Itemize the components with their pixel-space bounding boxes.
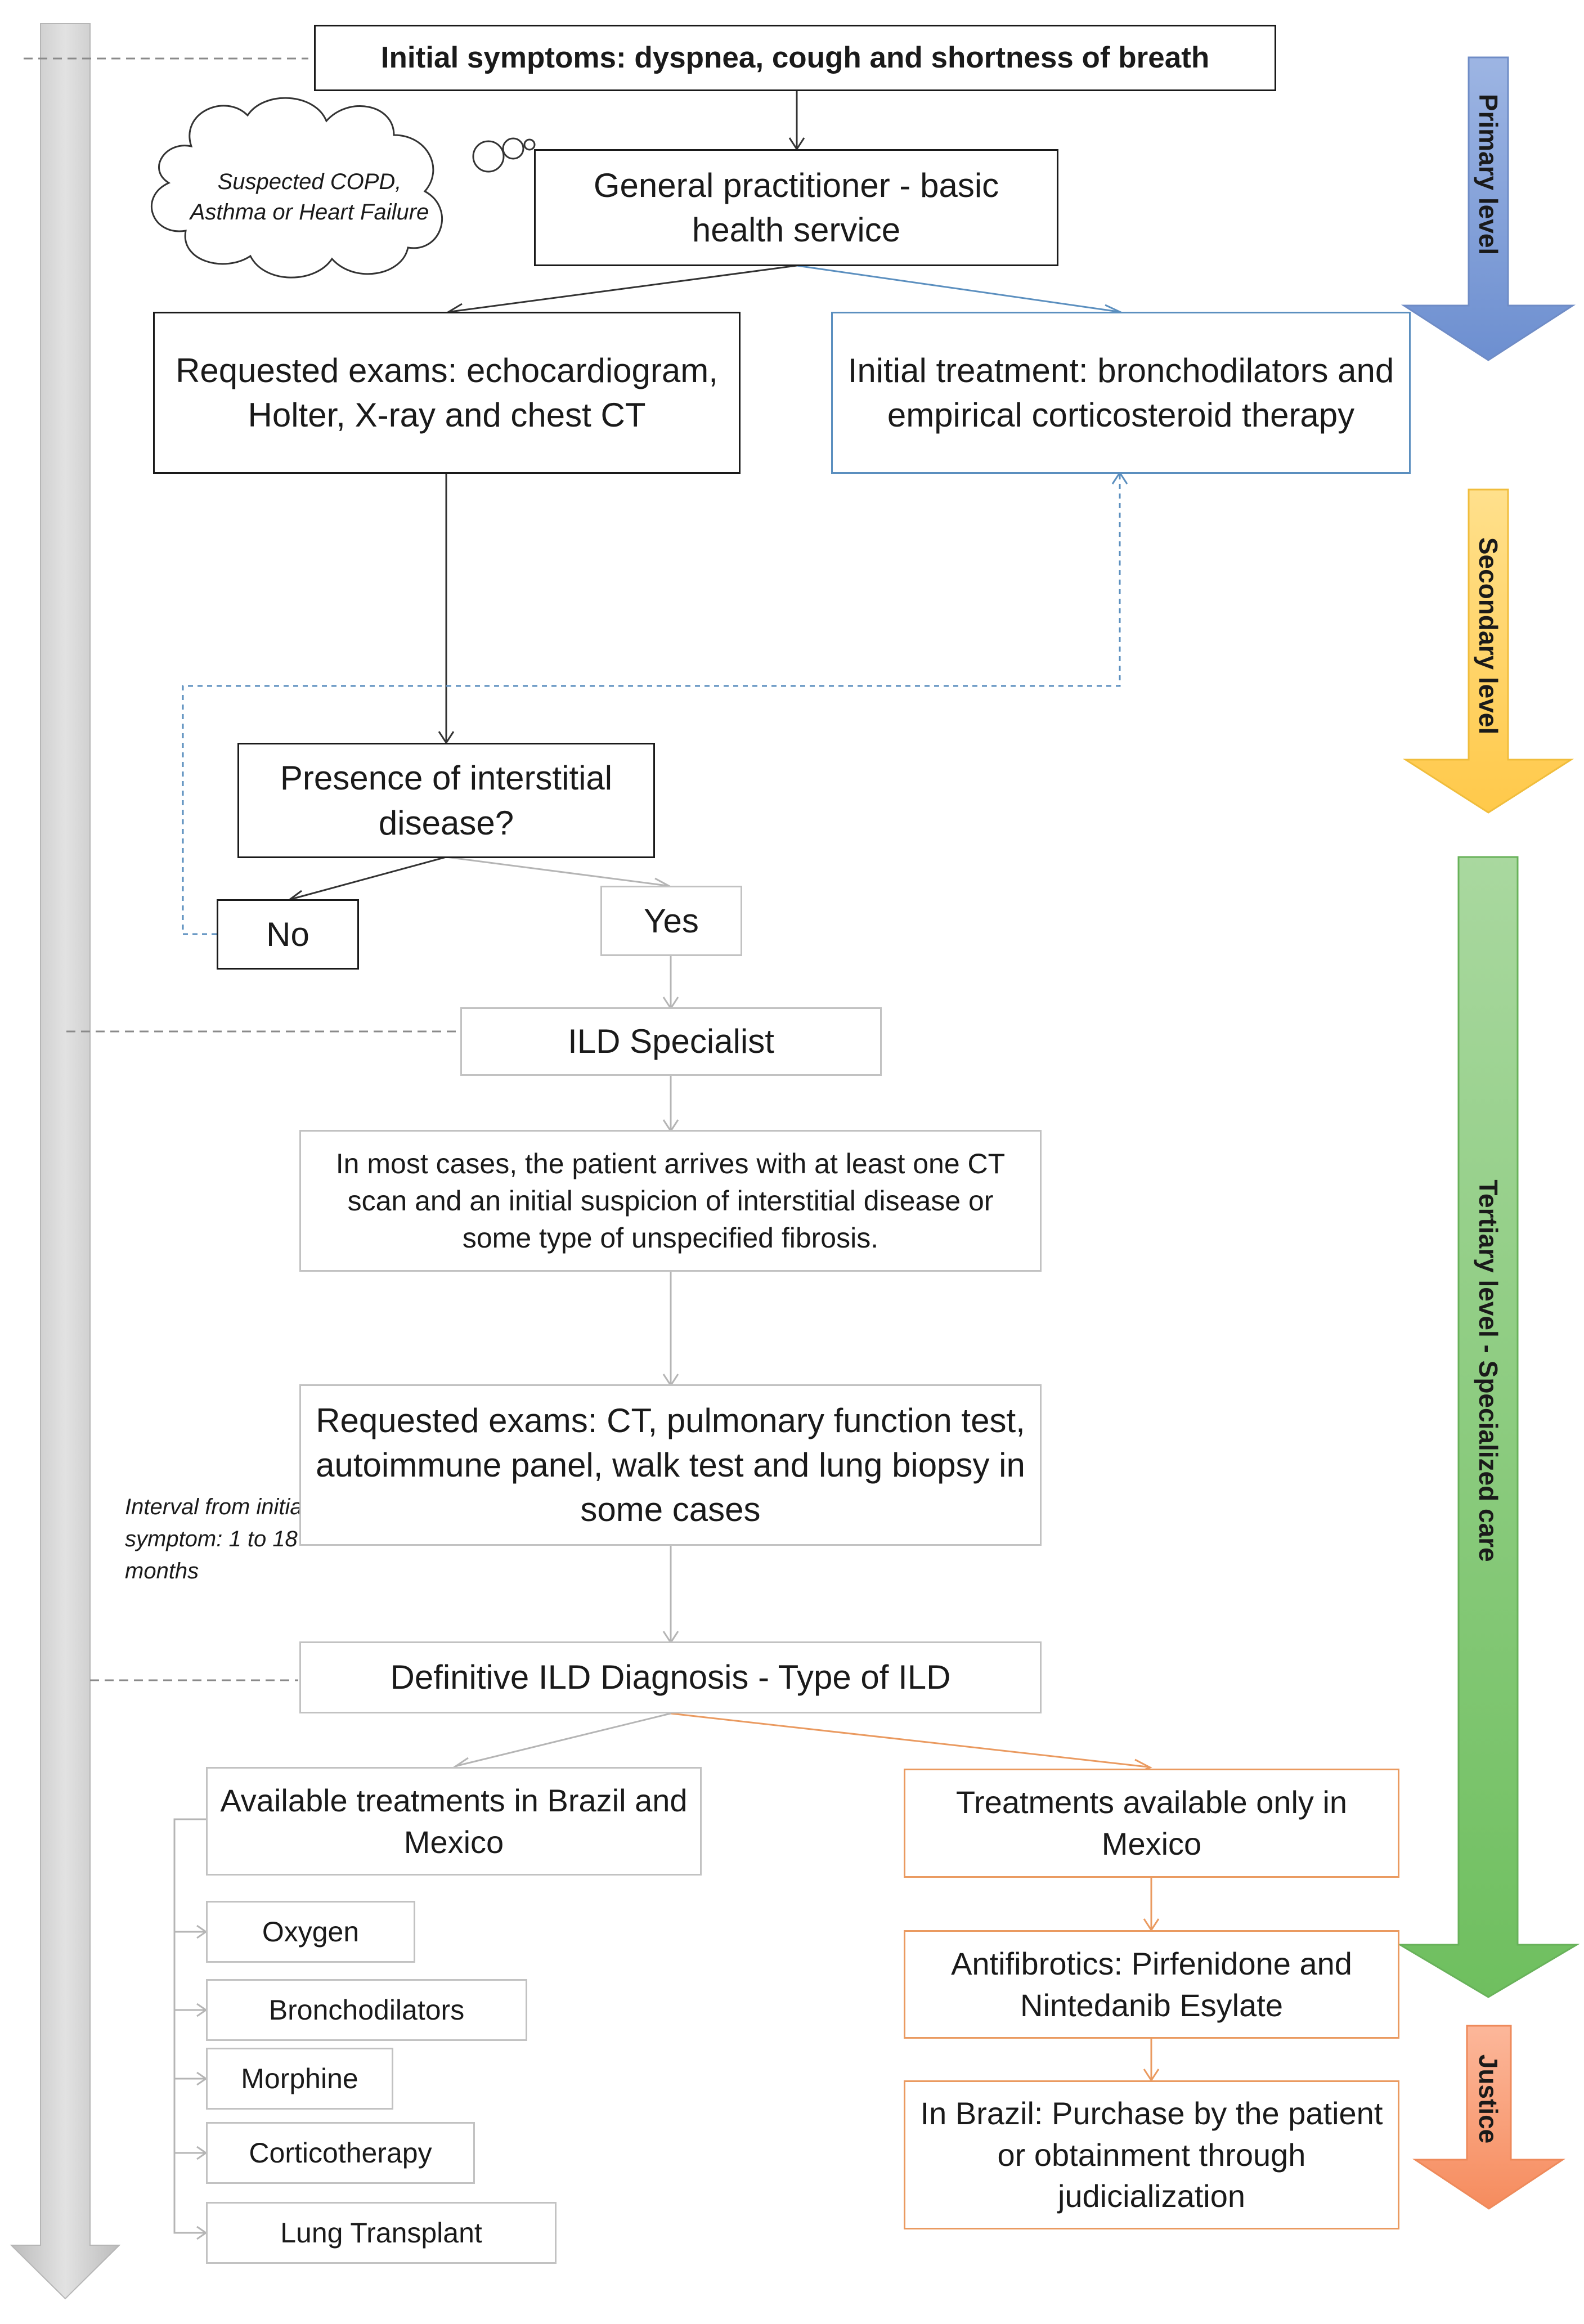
yes-box: Yes (600, 886, 742, 956)
bronchodilators-box: Bronchodilators (206, 1979, 527, 2041)
justice-arrow (1412, 2025, 1565, 2210)
initial-symptoms-box: Initial symptoms: dyspnea, cough and sho… (314, 25, 1276, 91)
initial-treatment-box: Initial treatment: bronchodilators and e… (831, 312, 1411, 474)
tertiary-level-arrow (1397, 856, 1580, 1998)
corticotherapy-box: Corticotherapy (206, 2122, 475, 2184)
timeline-arrow (10, 23, 121, 2300)
requested-exams-primary-box: Requested exams: echocardiogram, Holter,… (153, 312, 741, 474)
interval-note: Interval from initial symptom: 1 to 18 m… (125, 1495, 308, 1583)
interstitial-disease-question-box: Presence of interstitial disease? (237, 743, 655, 858)
morphine-box: Morphine (206, 2048, 393, 2110)
definitive-diagnosis-box: Definitive ILD Diagnosis - Type of ILD (299, 1641, 1042, 1713)
in-brazil-box: In Brazil: Purchase by the patient or ob… (904, 2080, 1399, 2229)
most-cases-box: In most cases, the patient arrives with … (299, 1130, 1042, 1272)
suspected-conditions-text: Suspected COPD, Asthma or Heart Failure (190, 169, 429, 225)
general-practitioner-box: General practitioner - basic health serv… (534, 149, 1058, 266)
treatments-only-mexico-box: Treatments available only in Mexico (904, 1769, 1399, 1878)
tertiary-level-label: Tertiary level - Specialized care (1474, 1179, 1503, 1562)
secondary-level-label: Secondary level (1474, 537, 1503, 735)
thought-cloud (151, 97, 536, 279)
available-treatments-box: Available treatments in Brazil and Mexic… (206, 1767, 702, 1876)
lung-transplant-box: Lung Transplant (206, 2202, 557, 2264)
timeline-ticks (24, 57, 460, 1681)
antifibrotics-box: Antifibrotics: Pirfenidone and Nintedani… (904, 1930, 1399, 2039)
no-box: No (217, 899, 359, 970)
oxygen-box: Oxygen (206, 1901, 415, 1963)
primary-level-label: Primary level (1474, 93, 1503, 255)
ild-specialist-box: ILD Specialist (460, 1007, 882, 1076)
justice-level-label: Justice (1474, 2054, 1503, 2144)
secondary-level-arrow (1402, 488, 1574, 814)
requested-exams-tertiary-box: Requested exams: CT, pulmonary function … (299, 1384, 1042, 1546)
primary-level-arrow (1401, 56, 1576, 361)
